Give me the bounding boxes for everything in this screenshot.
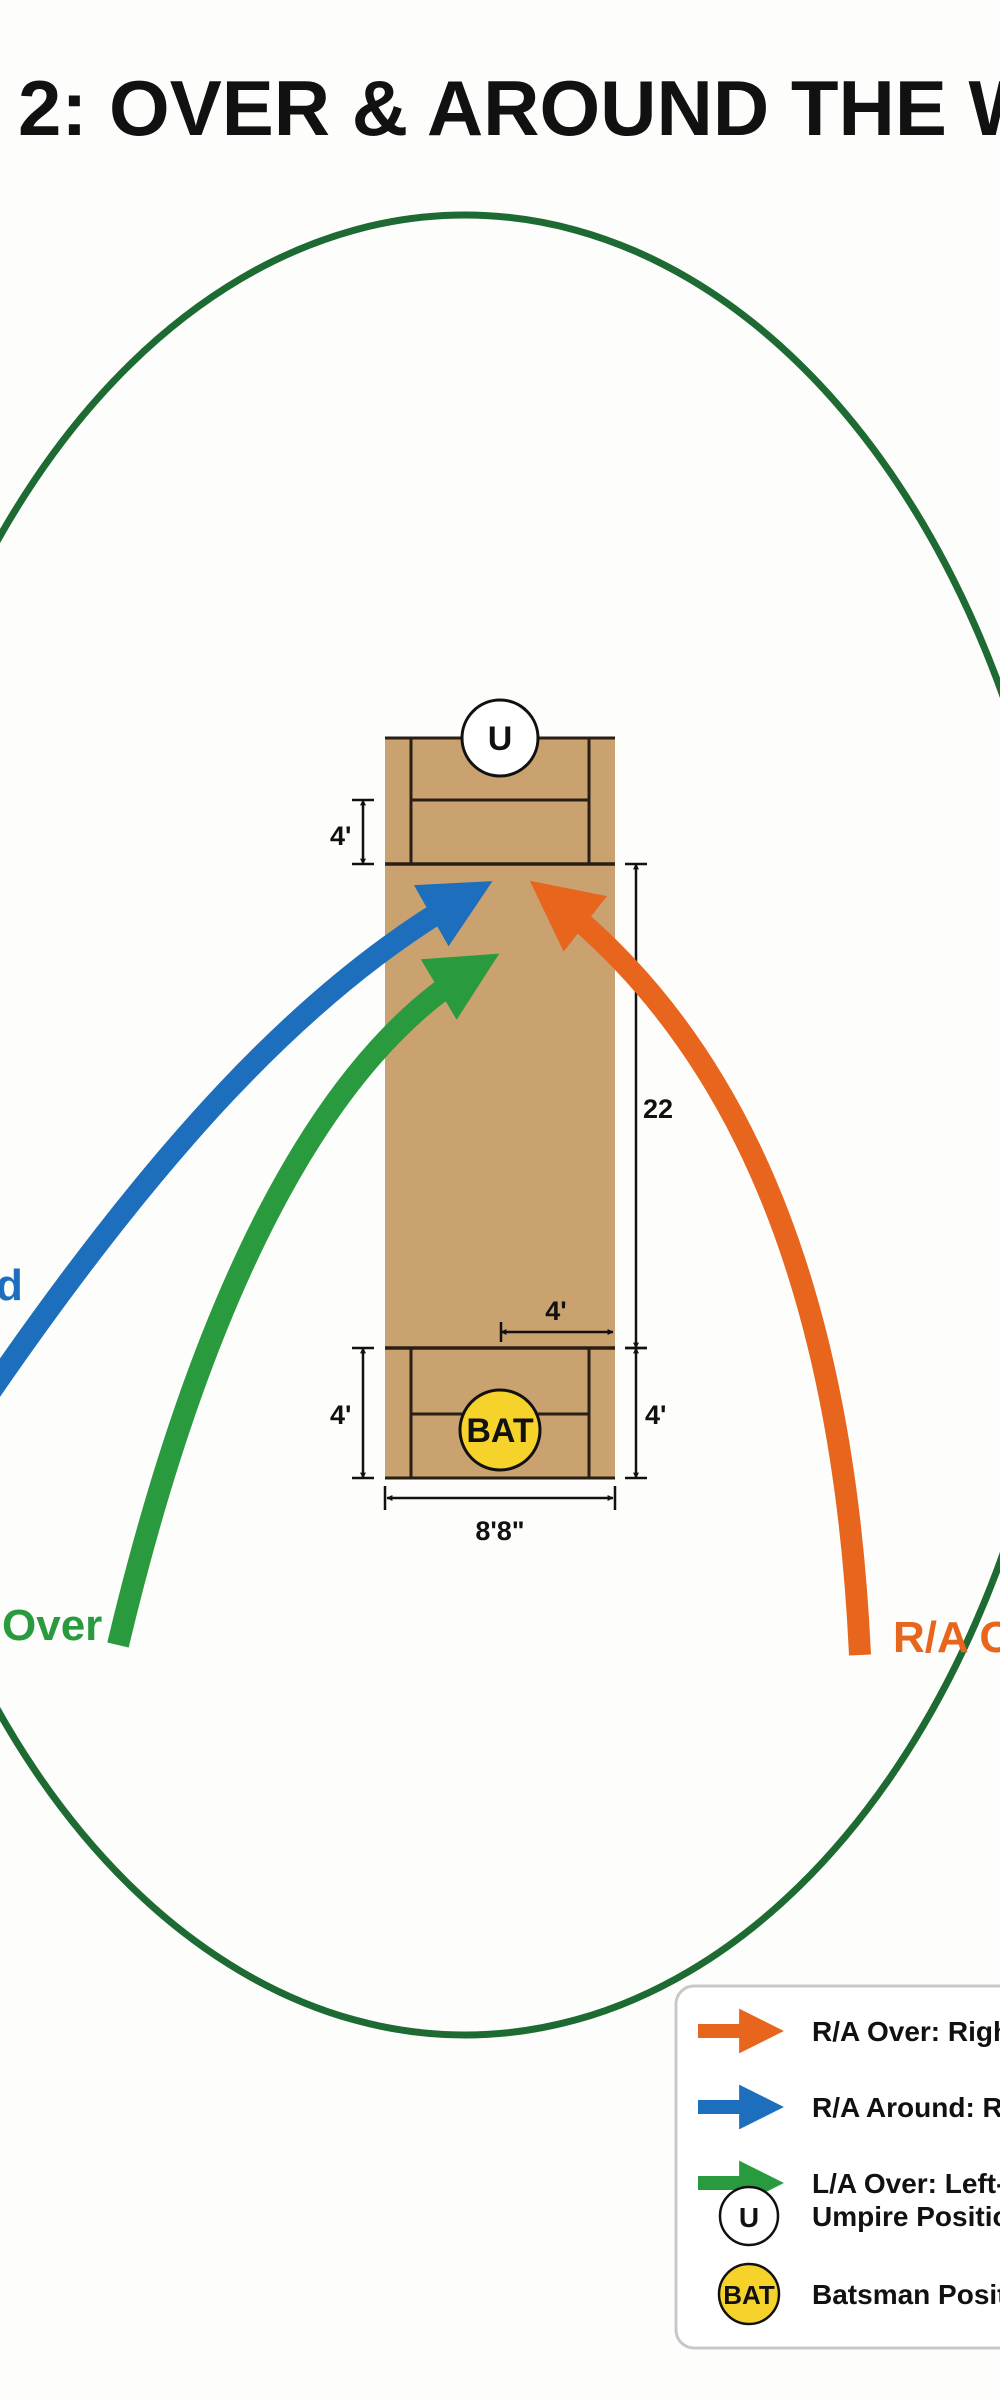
legend-item-umpire: U Umpire Positior bbox=[718, 2185, 1000, 2247]
dim-width-label: 8'8" bbox=[475, 1516, 524, 1546]
legend-label-ra-around: R/A Around: Rig bbox=[812, 2092, 1000, 2123]
legend-label-umpire: Umpire Positior bbox=[812, 2201, 1000, 2232]
field-boundary bbox=[0, 211, 1000, 2039]
arrow-ra-around bbox=[0, 881, 493, 1397]
dim-crease-bottom-right-label: 4' bbox=[645, 1400, 666, 1430]
legend-item-ra-over: R/A Over: Right bbox=[698, 2008, 1000, 2054]
dim-crease-top-label: 4' bbox=[330, 821, 351, 851]
batsman-marker: BAT bbox=[458, 1388, 542, 1472]
arrow-label-ra-around: d bbox=[0, 1261, 23, 1310]
dim-return-crease-label: 4' bbox=[545, 1296, 566, 1326]
dimension-markers: 4' 22 4' 4' 4' 8'8" bbox=[330, 798, 673, 1546]
page-title: 2: OVER & AROUND THE WICKET bbox=[18, 64, 1000, 152]
pitch-strip bbox=[385, 738, 615, 1478]
legend-label-ra-over: R/A Over: Right bbox=[812, 2016, 1000, 2047]
umpire-circle bbox=[460, 698, 540, 778]
dim-length-label: 22 bbox=[643, 1094, 673, 1124]
batsman-circle bbox=[458, 1388, 542, 1472]
legend-batsman-letter: BAT bbox=[723, 2280, 775, 2310]
legend-umpire-circle bbox=[718, 2185, 780, 2247]
legend-label-la-over: L/A Over: Left-A bbox=[812, 2168, 1000, 2199]
arrow-label-ra-over: R/A O bbox=[893, 1613, 1000, 1662]
legend-item-ra-around: R/A Around: Rig bbox=[698, 2084, 1000, 2130]
legend: R/A Over: Right R/A Around: Rig L/A Over… bbox=[674, 1984, 1000, 2350]
legend-item-batsman: BAT Batsman Positi bbox=[717, 2262, 1000, 2326]
legend-umpire-letter: U bbox=[739, 2202, 759, 2233]
pitch bbox=[385, 736, 615, 1480]
batsman-letter: BAT bbox=[466, 1412, 534, 1450]
legend-batsman-circle bbox=[717, 2262, 781, 2326]
dim-crease-bottom-left-label: 4' bbox=[330, 1400, 351, 1430]
legend-item-la-over: L/A Over: Left-A bbox=[698, 2160, 1000, 2206]
legend-label-batsman: Batsman Positi bbox=[812, 2279, 1000, 2310]
umpire-letter: U bbox=[488, 720, 513, 758]
legend-box bbox=[674, 1984, 1000, 2350]
umpire-marker: U bbox=[460, 698, 540, 778]
arrow-ra-over bbox=[529, 880, 871, 1656]
arrow-la-over bbox=[107, 953, 500, 1648]
arrow-label-la-over: Over bbox=[2, 1601, 102, 1650]
